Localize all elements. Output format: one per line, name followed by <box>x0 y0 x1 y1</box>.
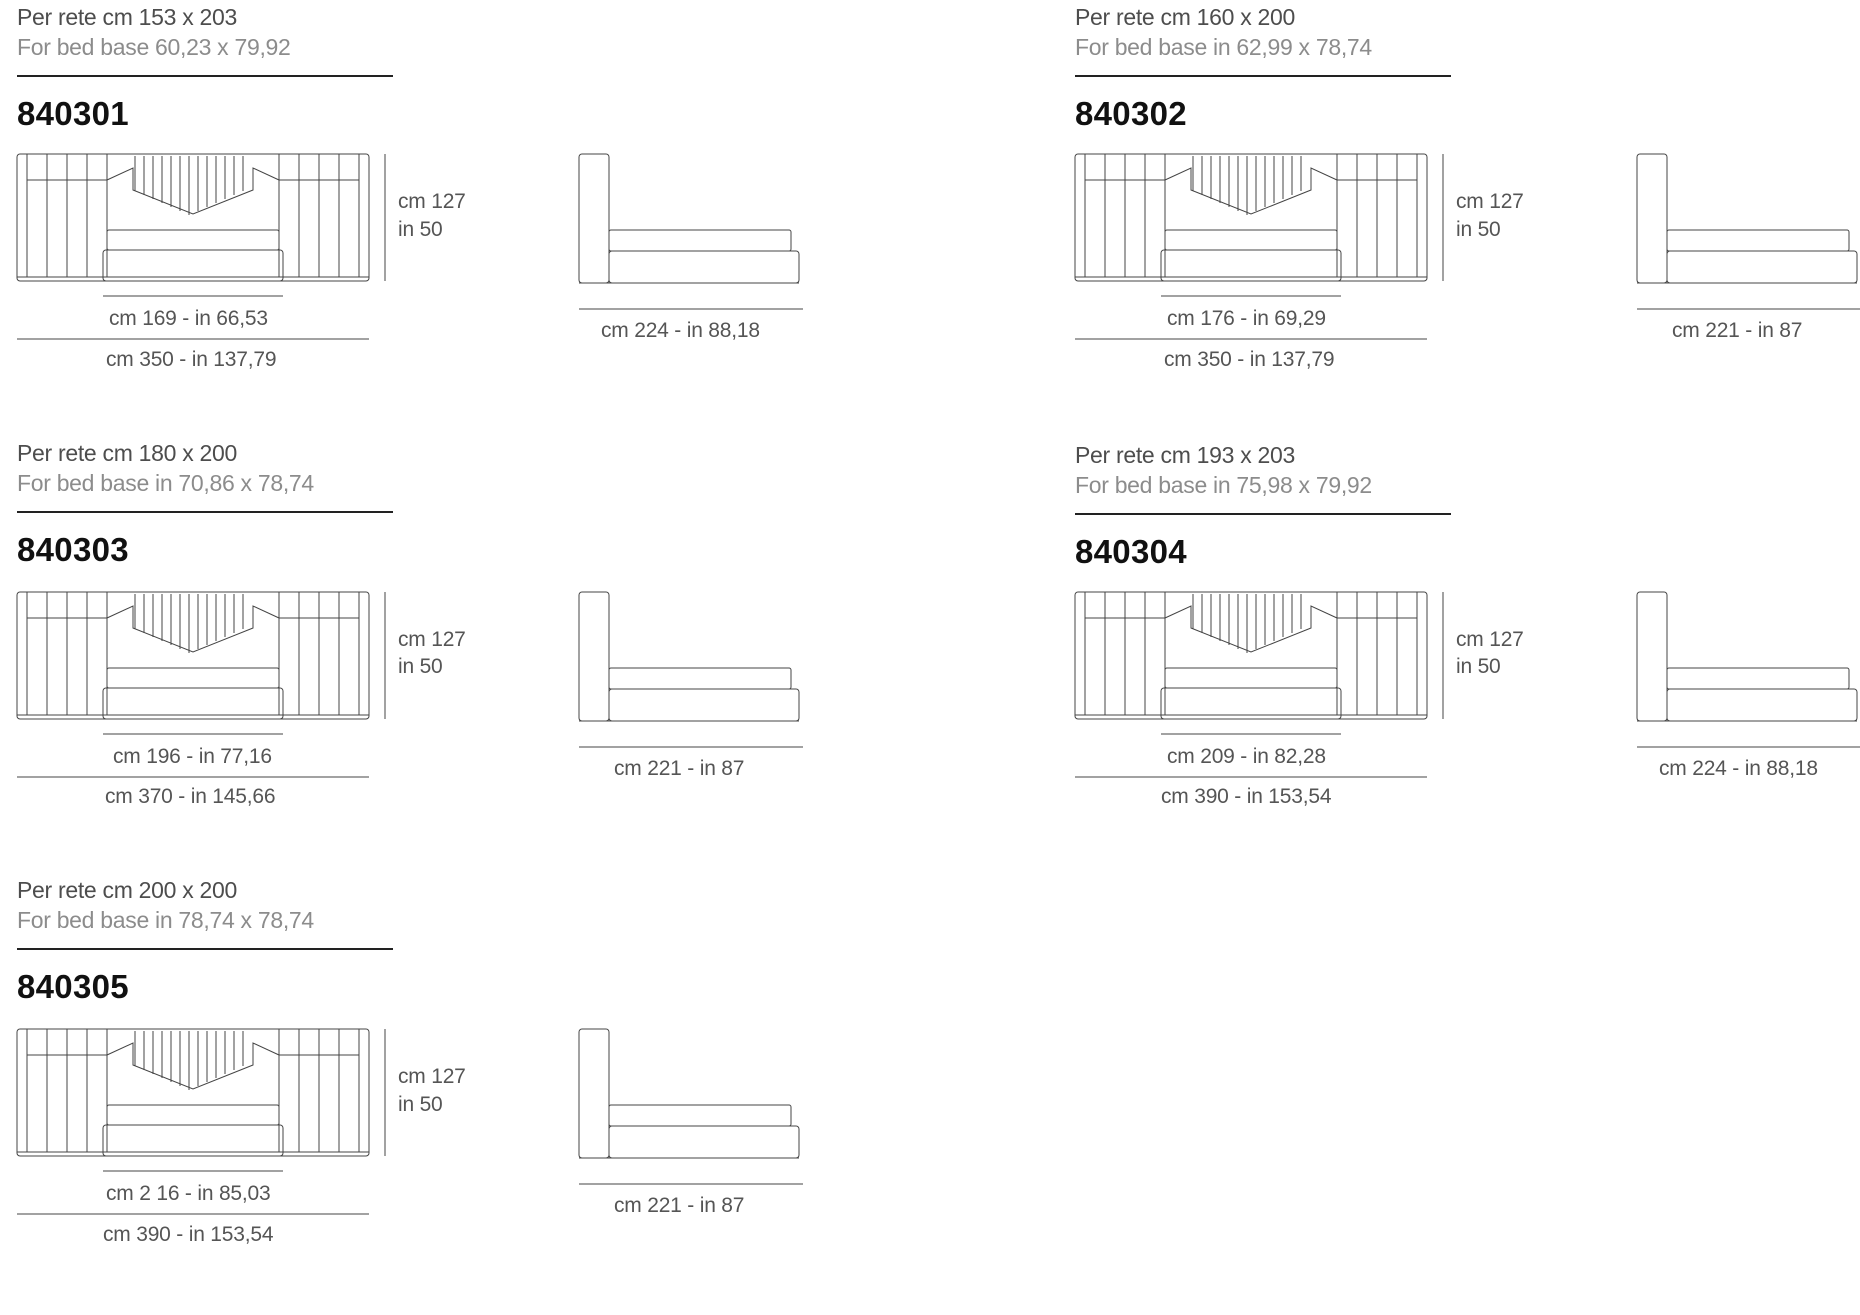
mattress <box>1165 230 1337 250</box>
bed-item-840303: Per rete cm 180 x 200 For bed base in 70… <box>17 438 897 878</box>
headboard-outline <box>17 592 369 719</box>
front-view-drawing <box>17 1027 389 1162</box>
headboard-side <box>1637 154 1667 283</box>
height-cm: cm 127 <box>1456 190 1524 213</box>
mattress <box>107 230 279 250</box>
side-view-drawing <box>567 152 812 287</box>
product-code: 840302 <box>1075 95 1187 132</box>
mattress-side <box>1667 230 1849 251</box>
product-code: 840305 <box>17 968 129 1005</box>
height-in: in 50 <box>398 655 443 678</box>
divider <box>17 511 393 513</box>
height-in: in 50 <box>398 218 443 241</box>
bed-base-en: For bed base in 75,98 x 79,92 <box>1075 472 1372 498</box>
v-panel-outline <box>1165 606 1337 652</box>
bed-base-en: For bed base in 62,99 x 78,74 <box>1075 34 1372 60</box>
mattress-side <box>609 230 791 251</box>
overall-width-label: cm 350 - in 137,79 <box>1164 348 1335 371</box>
front-view-drawing <box>1075 590 1447 725</box>
front-view-drawing <box>17 590 389 725</box>
length-label: cm 221 - in 87 <box>614 757 745 780</box>
product-code: 840301 <box>17 95 129 132</box>
divider <box>17 75 393 77</box>
inner-width-label: cm 209 - in 82,28 <box>1167 745 1326 768</box>
headboard-side <box>579 1029 609 1158</box>
headboard-outline <box>17 154 369 281</box>
height-in: in 50 <box>398 1093 443 1116</box>
headboard-outline <box>17 1029 369 1156</box>
mattress-side <box>1667 668 1849 689</box>
bed-base-side <box>1667 689 1857 721</box>
overall-width-label: cm 350 - in 137,79 <box>106 348 277 371</box>
side-view-drawing <box>1625 590 1860 725</box>
length-label: cm 221 - in 87 <box>614 1194 745 1217</box>
headboard-side <box>1637 592 1667 721</box>
mattress <box>107 1105 279 1125</box>
bed-base-side <box>609 1126 799 1158</box>
height-cm: cm 127 <box>398 1065 466 1088</box>
bed-base-side <box>609 251 799 283</box>
front-view-drawing <box>17 152 389 287</box>
bed-base <box>1161 688 1341 719</box>
length-label: cm 224 - in 88,18 <box>601 319 760 342</box>
inner-width-label: cm 176 - in 69,29 <box>1167 307 1326 330</box>
bed-base-en: For bed base in 78,74 x 78,74 <box>17 907 314 933</box>
v-panel-outline <box>107 168 279 214</box>
v-panel-outline <box>1165 168 1337 214</box>
bed-base <box>103 1125 283 1156</box>
mattress-side <box>609 668 791 689</box>
bed-base-it: Per rete cm 200 x 200 <box>17 877 237 903</box>
inner-width-label: cm 196 - in 77,16 <box>113 745 272 768</box>
mattress-side <box>609 1105 791 1126</box>
height-cm: cm 127 <box>398 628 466 651</box>
headboard-side <box>579 154 609 283</box>
v-panel-outline <box>107 1043 279 1089</box>
mattress <box>107 668 279 688</box>
bed-item-840305: Per rete cm 200 x 200 For bed base in 78… <box>17 875 897 1315</box>
front-view-drawing <box>1075 152 1447 287</box>
bed-base <box>103 250 283 281</box>
bed-base-it: Per rete cm 153 x 203 <box>17 4 237 30</box>
divider <box>1075 75 1451 77</box>
overall-width-label: cm 390 - in 153,54 <box>1161 785 1332 808</box>
bed-base-en: For bed base 60,23 x 79,92 <box>17 34 291 60</box>
bed-base-en: For bed base in 70,86 x 78,74 <box>17 470 314 496</box>
headboard-outline <box>1075 592 1427 719</box>
length-label: cm 221 - in 87 <box>1672 319 1803 342</box>
overall-width-label: cm 370 - in 145,66 <box>105 785 276 808</box>
bed-item-840302: Per rete cm 160 x 200 For bed base in 62… <box>1075 2 1860 442</box>
bed-base-side <box>1667 251 1857 283</box>
bed-base <box>1161 250 1341 281</box>
height-cm: cm 127 <box>1456 628 1524 651</box>
product-code: 840304 <box>1075 533 1187 570</box>
product-code: 840303 <box>17 531 129 568</box>
height-cm: cm 127 <box>398 190 466 213</box>
bed-base-it: Per rete cm 193 x 203 <box>1075 442 1295 468</box>
divider <box>17 948 393 950</box>
bed-base <box>103 688 283 719</box>
side-view-drawing <box>1625 152 1860 287</box>
divider <box>1075 513 1451 515</box>
headboard-side <box>579 592 609 721</box>
bed-item-840304: Per rete cm 193 x 203 For bed base in 75… <box>1075 440 1860 880</box>
mattress <box>1165 668 1337 688</box>
side-view-drawing <box>567 1027 812 1162</box>
bed-base-it: Per rete cm 180 x 200 <box>17 440 237 466</box>
bed-base-side <box>609 689 799 721</box>
height-in: in 50 <box>1456 218 1501 241</box>
bed-base-it: Per rete cm 160 x 200 <box>1075 4 1295 30</box>
inner-width-label: cm 169 - in 66,53 <box>109 307 268 330</box>
inner-width-label: cm 2 16 - in 85,03 <box>106 1182 271 1205</box>
length-label: cm 224 - in 88,18 <box>1659 757 1818 780</box>
side-view-drawing <box>567 590 812 725</box>
headboard-outline <box>1075 154 1427 281</box>
bed-item-840301: Per rete cm 153 x 203 For bed base 60,23… <box>17 2 897 442</box>
overall-width-label: cm 390 - in 153,54 <box>103 1223 274 1246</box>
v-panel-outline <box>107 606 279 652</box>
height-in: in 50 <box>1456 655 1501 678</box>
